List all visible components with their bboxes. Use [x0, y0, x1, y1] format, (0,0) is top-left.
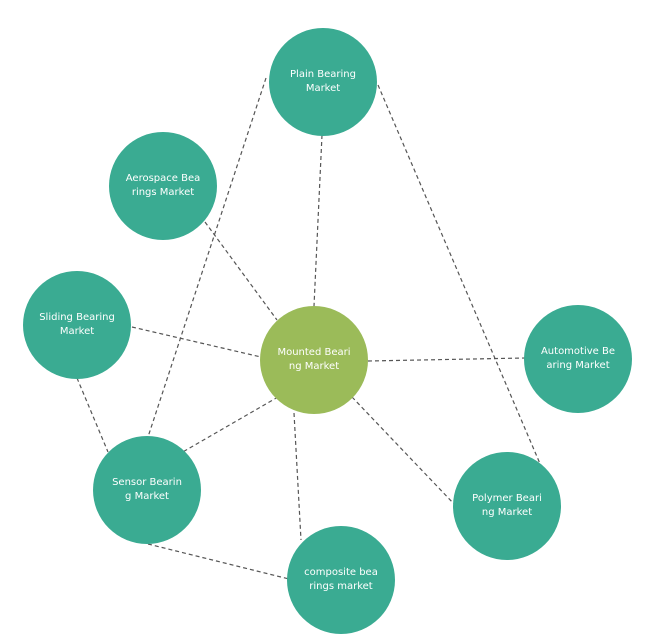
edge-sliding-mounted [131, 326, 262, 358]
edge-plain-polymer [377, 84, 542, 467]
node-mounted-bearing-market: Mounted Bearing Market [260, 306, 368, 414]
node-automotive-bearing-market: Automotive Bearing Market [524, 305, 632, 413]
edge-mounted-polymer [351, 396, 456, 506]
node-label: Sensor Bearing Market [112, 477, 182, 502]
edge-aerospace-mounted [204, 221, 278, 321]
node-label: composite bearings market [304, 567, 378, 592]
node-sensor-bearing-market: Sensor Bearing Market [93, 436, 201, 544]
node-aerospace-bearings-market: Aerospace Bearings Market [109, 132, 217, 240]
node-label: Mounted Bearing Market [277, 347, 351, 372]
edge-mounted-composite [293, 412, 302, 541]
node-sliding-bearing-market: Sliding Bearing Market [23, 271, 131, 379]
edge-mounted-sensor [180, 396, 279, 454]
node-label: Polymer Bearing Market [472, 493, 542, 518]
node-plain-bearing-market: Plain Bearing Market [269, 28, 377, 136]
edge-sensor-composite [147, 543, 290, 580]
edge-plain-sensor [146, 77, 267, 441]
node-label: Automotive Bearing Market [540, 346, 616, 371]
node-composite-bearings-market: composite bearings market [287, 526, 395, 634]
node-label: Sliding Bearing Market [39, 312, 115, 337]
edge-plain-mounted [313, 134, 323, 307]
edge-sliding-sensor [76, 377, 109, 453]
node-label: Plain Bearing Market [290, 69, 356, 94]
node-label: Aerospace Bearings Market [125, 173, 201, 198]
node-polymer-bearing-market: Polymer Bearing Market [453, 452, 561, 560]
edge-mounted-automotive [367, 357, 526, 362]
